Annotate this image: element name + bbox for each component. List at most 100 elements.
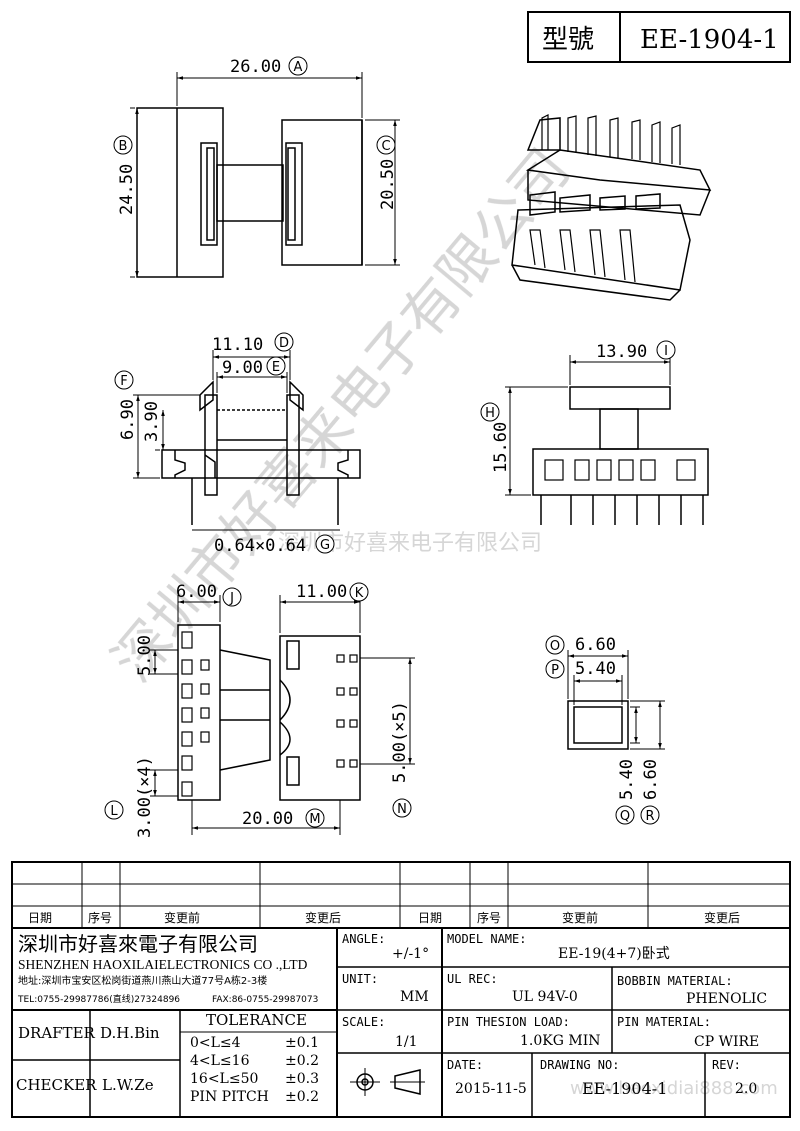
rev-date-header-2: 日期 [418, 911, 443, 925]
svg-text:P: P [551, 663, 559, 678]
pin-material-label: PIN MATERIAL: [617, 1015, 711, 1029]
drawing-no-label: DRAWING NO: [540, 1058, 620, 1072]
drafter-label: DRAFTER [18, 1024, 95, 1042]
svg-text:O: O [550, 639, 560, 654]
dim-k: 11.00 [296, 582, 347, 602]
rev-before-header-2: 变更前 [562, 911, 599, 925]
dim-e: 9.00 [222, 358, 263, 378]
model-value: EE-1904-1 [640, 25, 779, 55]
marker-e: E [266, 356, 286, 376]
svg-text:J: J [229, 591, 234, 606]
svg-text:G: G [320, 538, 330, 553]
date-label: DATE: [447, 1058, 484, 1072]
marker-m: M [305, 808, 325, 828]
svg-text:R: R [645, 809, 654, 824]
callout-markers: A B C D E F G H I J K L M N O P Q R [104, 56, 676, 828]
svg-text:N: N [397, 802, 407, 817]
svg-text:I: I [664, 344, 668, 359]
tolerance-range-3: PIN PITCH [190, 1089, 269, 1105]
date-value: 2015-11-5 [455, 1081, 527, 1097]
rev-label: REV: [712, 1058, 741, 1072]
pin-section-view [567, 650, 665, 750]
bottom-view [150, 595, 415, 835]
dim-n: 5.00(×5) [390, 701, 410, 783]
checker-label: CHECKER [16, 1076, 97, 1094]
tolerance-range-2: 16<L≤50 [190, 1071, 259, 1087]
drawing-no-value: EE-1904-1 [582, 1079, 668, 1098]
svg-text:K: K [355, 586, 364, 601]
tolerance-range-1: 4<L≤16 [190, 1053, 250, 1069]
checker-value: L.W.Ze [102, 1076, 154, 1094]
marker-b: B [113, 135, 133, 155]
marker-f: F [114, 370, 134, 390]
rev-value: 2.0 [735, 1081, 758, 1097]
isometric-view [511, 114, 712, 301]
marker-l: L [104, 800, 124, 820]
side-view [133, 350, 361, 531]
marker-h: H [480, 402, 500, 422]
unit-label: UNIT: [342, 972, 379, 986]
rev-no-header-2: 序号 [477, 911, 502, 925]
dim-j: 6.00 [176, 582, 217, 602]
company-address: 地址:深圳市宝安区松岗街道燕川燕山大道77号A栋2-3楼 [18, 976, 268, 987]
dim-m: 20.00 [242, 809, 293, 829]
dim-a: 26.00 [230, 57, 281, 77]
scale-label: SCALE: [342, 1015, 386, 1029]
marker-o: O [545, 635, 565, 655]
pin-load-value: 1.0KG MIN [520, 1033, 601, 1049]
marker-c: C [376, 135, 396, 155]
dim-l: 3.00(×4) [135, 756, 155, 838]
watermark-url: www.haoxidiai888.com [570, 1078, 778, 1099]
dim-o: 6.60 [575, 635, 616, 655]
rev-after-header: 变更后 [305, 911, 342, 925]
dim-f: 6.90 [118, 399, 138, 440]
marker-n: N [392, 798, 412, 818]
ul-rec-label: UL REC: [447, 972, 498, 986]
tolerance-value-0: ±0.1 [285, 1035, 319, 1051]
dim-g-height: 3.90 [142, 401, 162, 442]
front-view [505, 355, 709, 525]
marker-r: R [640, 805, 660, 825]
svg-text:F: F [120, 374, 127, 389]
angle-value: +/-1° [392, 946, 430, 962]
company-tel: TEL:0755-29987786(直线)27324896 [18, 995, 181, 1005]
dim-r: 6.60 [641, 759, 661, 800]
tolerance-value-1: ±0.2 [285, 1053, 319, 1069]
dim-p: 5.40 [575, 659, 616, 679]
svg-text:L: L [110, 804, 118, 819]
pin-load-label: PIN THESION LOAD: [447, 1015, 570, 1029]
bobbin-material-value: PHENOLIC [686, 991, 768, 1007]
title-block: 型號 EE-1904-1 [527, 11, 791, 63]
svg-text:E: E [272, 360, 280, 375]
svg-text:H: H [485, 406, 495, 421]
dim-h: 15.60 [491, 422, 511, 473]
dimension-labels: 26.00 24.50 20.50 11.10 9.00 6.90 3.90 0… [117, 57, 661, 838]
svg-text:C: C [381, 139, 390, 154]
marker-d: D [274, 332, 294, 352]
marker-a: A [288, 56, 308, 76]
unit-value: MM [400, 989, 429, 1005]
model-name-value: EE-19(4+7)卧式 [558, 946, 670, 962]
svg-text:M: M [309, 812, 320, 827]
tolerance-value-3: ±0.2 [285, 1089, 319, 1105]
drafter-value: D.H.Bin [100, 1024, 160, 1042]
svg-text:B: B [119, 139, 128, 154]
rev-date-header: 日期 [28, 911, 53, 925]
svg-text:A: A [294, 60, 303, 75]
model-name-label: MODEL NAME: [447, 932, 527, 946]
company-name-en: SHENZHEN HAOXILAIELECTRONICS CO .,LTD [18, 957, 308, 972]
dim-c: 20.50 [378, 159, 398, 210]
rev-after-header-2: 变更后 [704, 911, 741, 925]
company-fax: FAX:86-0755-29987073 [212, 995, 319, 1005]
angle-label: ANGLE: [342, 932, 386, 946]
dim-d: 11.10 [212, 335, 263, 355]
title-table-grid [11, 861, 791, 1118]
dim-q: 5.40 [617, 759, 637, 800]
company-name-cn: 深圳市好喜來電子有限公司 [18, 932, 258, 956]
ul-rec-value: UL 94V-0 [512, 989, 578, 1005]
marker-p: P [545, 659, 565, 679]
scale-value: 1/1 [395, 1034, 418, 1050]
dim-b: 24.50 [117, 164, 137, 215]
marker-i: I [656, 340, 676, 360]
